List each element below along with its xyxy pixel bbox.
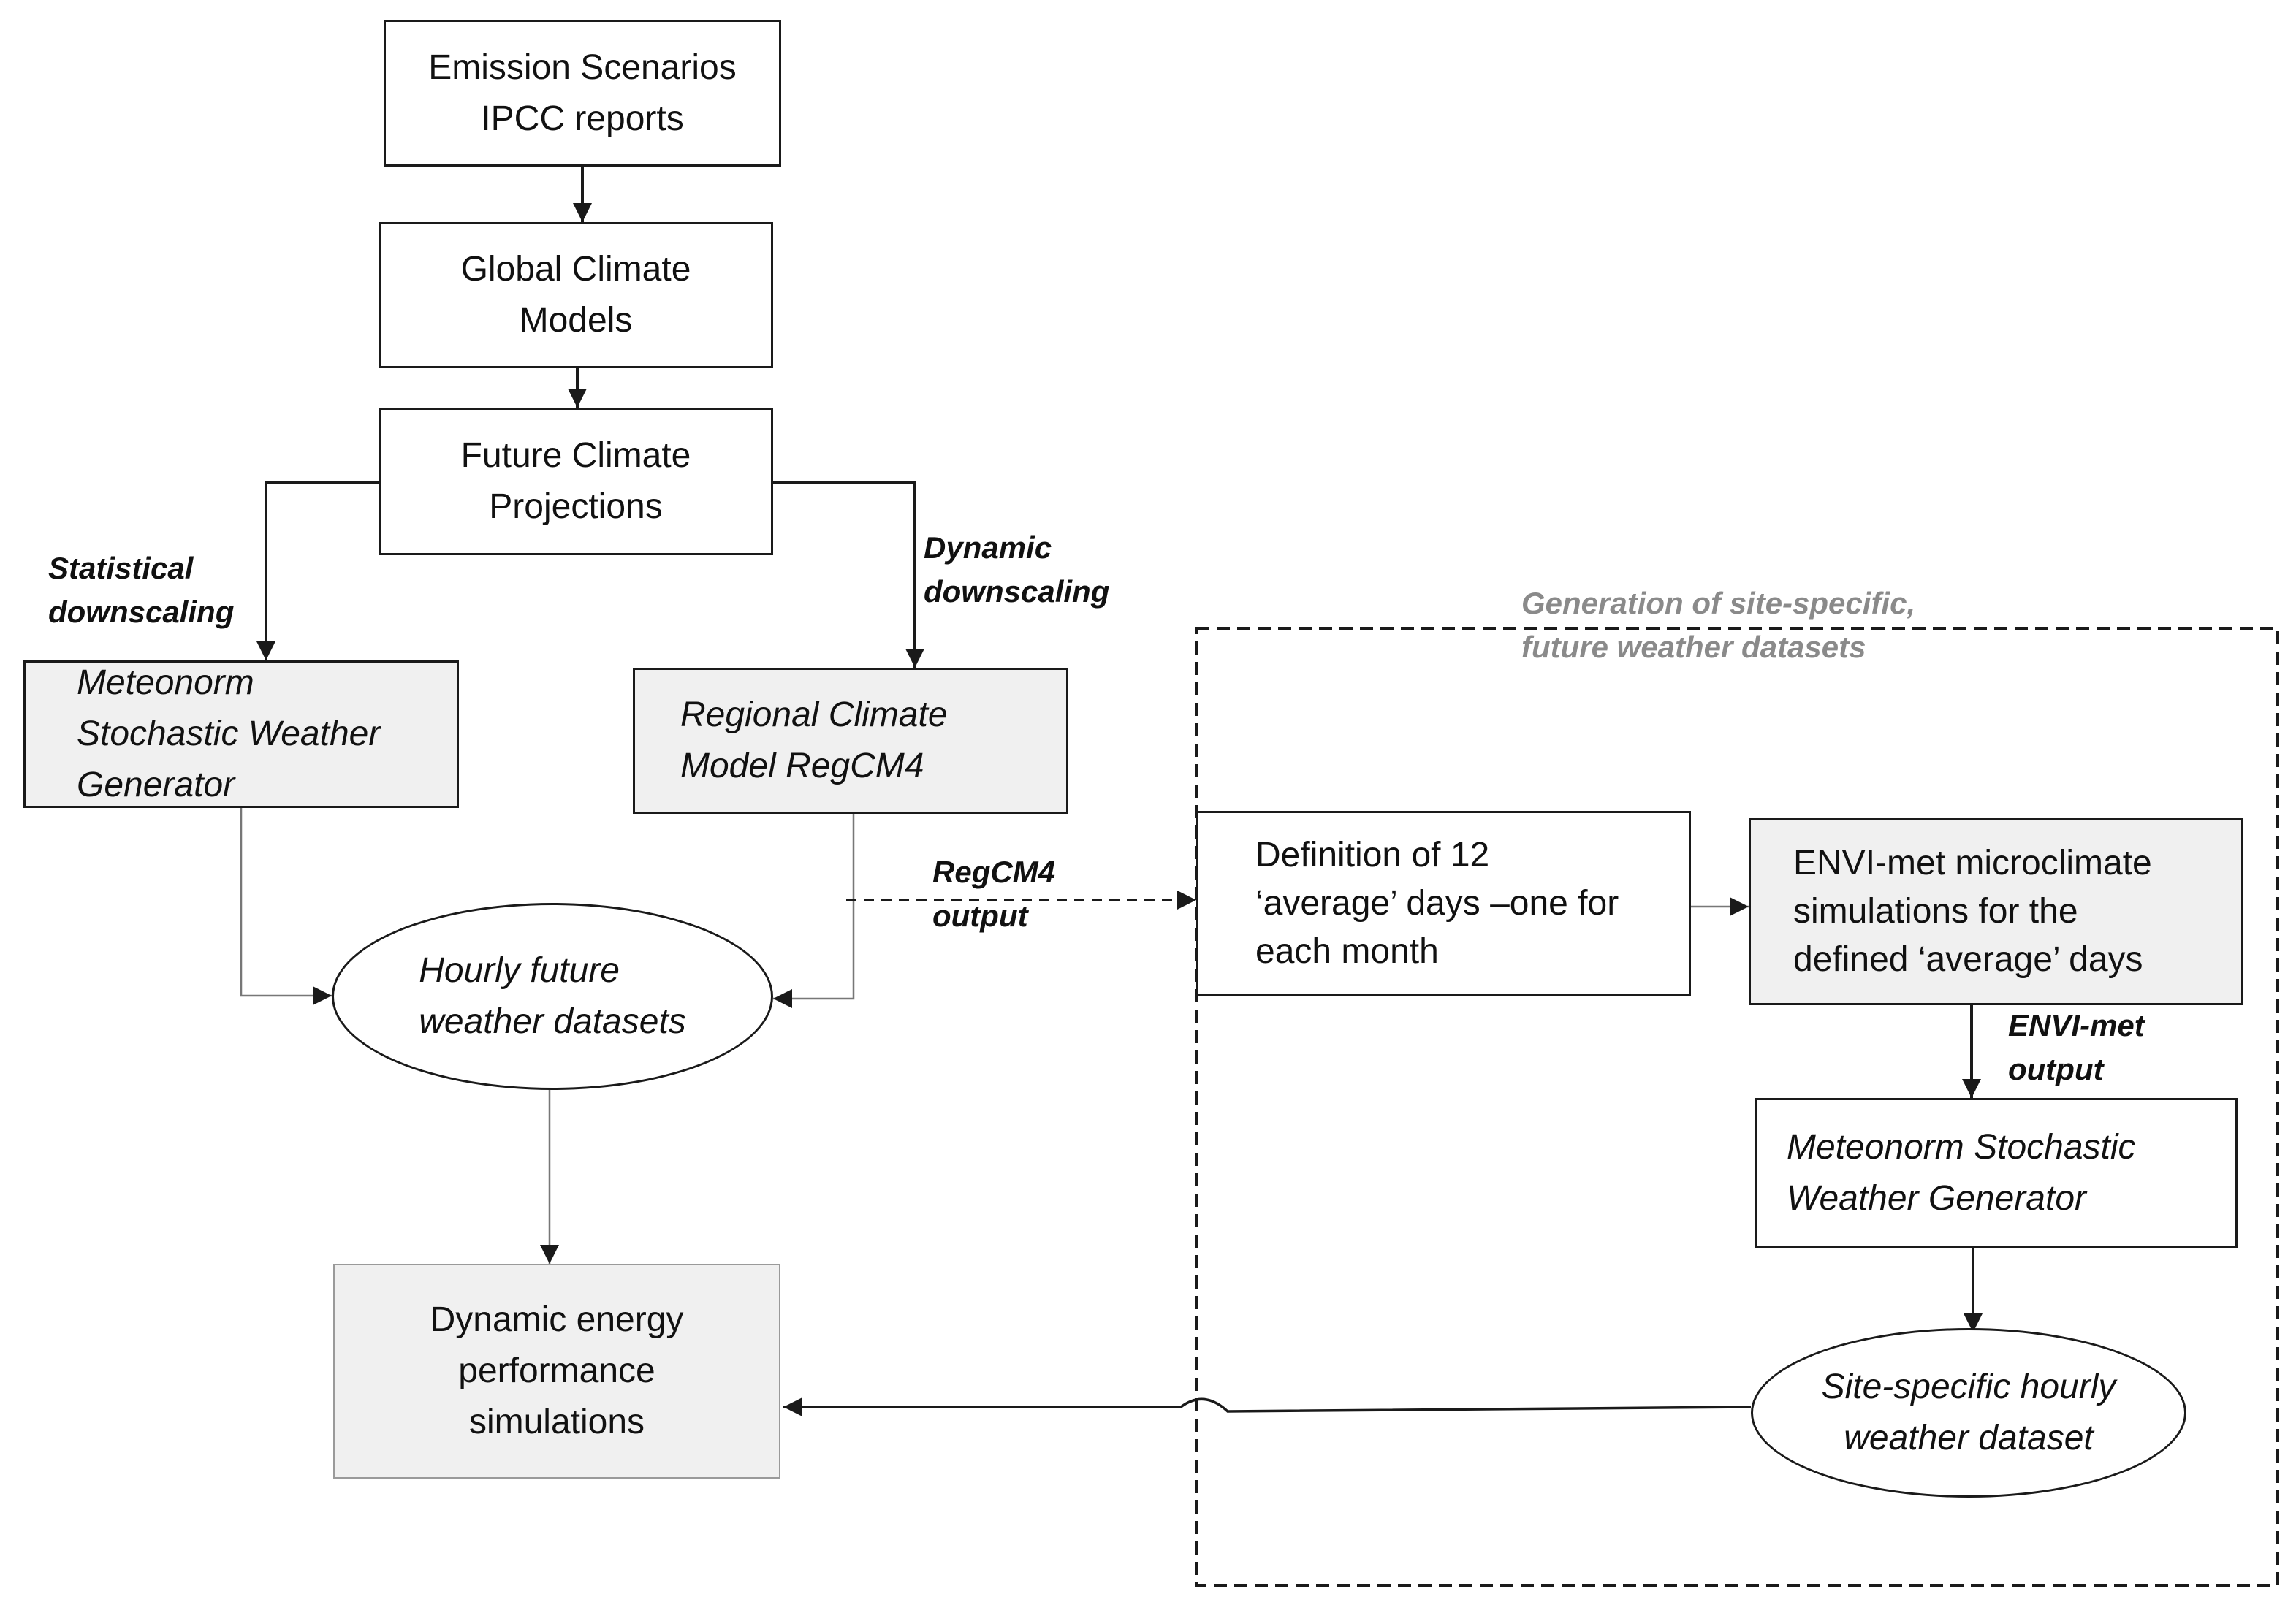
regional-climate-model-box: Regional Climate Model RegCM4: [633, 668, 1068, 814]
arrow-meteonorm-to-hourly: [240, 808, 332, 1005]
dynamic-energy-text: Dynamic energy performance simulations: [430, 1300, 684, 1441]
meteonorm-left-text: Meteonorm Stochastic Weather Generator: [77, 663, 381, 804]
hourly-future-weather-text: Hourly future weather datasets: [419, 951, 686, 1041]
envi-met-box: ENVI-met microclimate simulations for th…: [1749, 818, 2243, 1005]
envi-met-text: ENVI-met microclimate simulations for th…: [1793, 844, 2152, 979]
regional-climate-model-text: Regional Climate Model RegCM4: [680, 695, 948, 785]
dynamic-downscaling-label: Dynamic downscaling: [924, 530, 1110, 609]
emission-scenarios-text: Emission Scenarios IPCC reports: [428, 47, 737, 138]
hourly-future-weather-ellipse: Hourly future weather datasets: [332, 903, 773, 1090]
group-boundary: [1195, 627, 2279, 1587]
meteonorm-left-box: Meteonorm Stochastic Weather Generator: [23, 660, 459, 808]
statistical-downscaling-label: Statistical downscaling: [48, 551, 235, 629]
group-title: Generation of site-specific, future weat…: [1521, 586, 1916, 664]
definition-box: Definition of 12 ‘average’ days –one for…: [1196, 811, 1691, 996]
definition-text: Definition of 12 ‘average’ days –one for…: [1255, 836, 1619, 971]
global-climate-models-text: Global Climate Models: [460, 250, 691, 340]
envi-met-output-label: ENVI-met output: [2008, 1008, 2145, 1086]
arrow-dynamic-downscaling: [772, 481, 924, 668]
regcm4-output-label: RegCM4 output: [932, 855, 1056, 933]
meteonorm-right-text: Meteonorm Stochastic Weather Generator: [1787, 1127, 2136, 1218]
dynamic-energy-box: Dynamic energy performance simulations: [333, 1264, 780, 1479]
arrow-statistical-downscaling: [256, 481, 379, 660]
meteonorm-right-box: Meteonorm Stochastic Weather Generator: [1755, 1098, 2238, 1248]
emission-scenarios-box: Emission Scenarios IPCC reports: [384, 20, 781, 167]
global-climate-models-box: Global Climate Models: [379, 222, 773, 368]
site-specific-text: Site-specific hourly weather dataset: [1821, 1368, 2116, 1457]
future-climate-projections-text: Future Climate Projections: [460, 436, 691, 526]
future-climate-projections-box: Future Climate Projections: [379, 408, 773, 555]
arrow-site-to-energy: [783, 1397, 1752, 1416]
arrow-regcm-to-hourly: [773, 814, 855, 1008]
site-specific-ellipse: Site-specific hourly weather dataset: [1751, 1328, 2186, 1498]
